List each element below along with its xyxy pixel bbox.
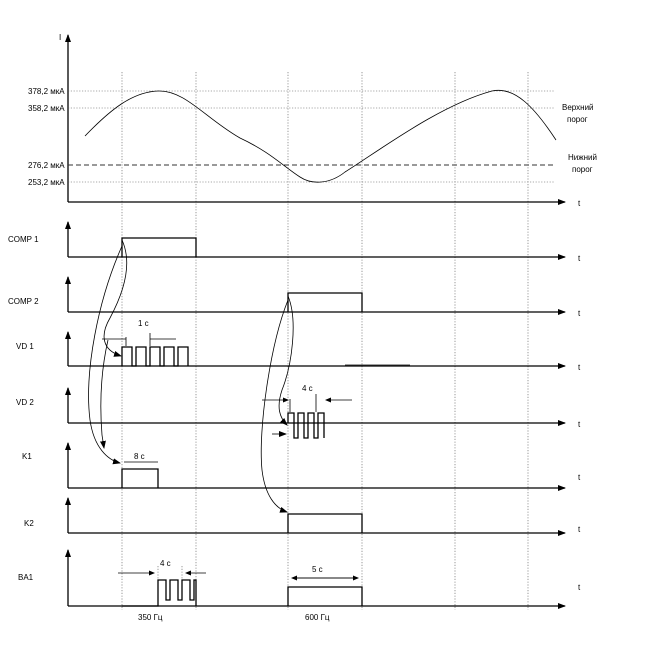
threshold-label-2: 358,2 мкА (28, 104, 65, 113)
k2-pulse (287, 513, 363, 533)
comp2-time-label: t (578, 309, 581, 318)
current-plot: I t 378,2 мкА 358,2 мкА 276,2 мкА 253,2 … (28, 33, 597, 208)
k2-time-label: t (578, 525, 581, 534)
ba1-tone-pulse (287, 586, 363, 606)
ba1-time-label: t (578, 583, 581, 592)
vd1-time-label: t (578, 363, 581, 372)
vd2-period-label: 4 c (302, 384, 313, 393)
comp1-channel: COMP 1 t (8, 221, 581, 263)
ba1-channel: BA1 t 4 c 5 c 350 Гц 600 Гц (18, 549, 581, 622)
lower-threshold-label-1: Нижний (568, 153, 597, 162)
comp2-channel: COMP 2 t (8, 276, 581, 318)
comp2-label: COMP 2 (8, 297, 39, 306)
lower-threshold-label-2: порог (572, 165, 593, 174)
vd2-time-label: t (578, 420, 581, 429)
time-markers (121, 72, 529, 610)
current-axis-label: I (59, 33, 61, 42)
threshold-label-1: 378,2 мкА (28, 87, 65, 96)
arrow-comp1-to-k1 (88, 245, 123, 465)
current-waveform (84, 89, 557, 183)
upper-threshold-label-1: Верхний (562, 103, 594, 112)
ba1-freq2-label: 600 Гц (305, 613, 330, 622)
vd2-pulse-train (287, 412, 325, 439)
ba1-freq1-label: 350 Гц (138, 613, 163, 622)
k1-duration-label: 8 c (134, 452, 145, 461)
k1-pulse (121, 468, 159, 488)
k1-label: K1 (22, 452, 32, 461)
comp1-time-label: t (578, 254, 581, 263)
threshold-label-3: 276,2 мкА (28, 161, 65, 170)
causal-arrows (88, 239, 294, 513)
ba1-label: BA1 (18, 573, 34, 582)
k1-channel: K1 t 8 c (22, 442, 581, 491)
upper-threshold-label-2: порог (567, 115, 588, 124)
vd2-label: VD 2 (16, 398, 34, 407)
time-label-main: t (578, 199, 581, 208)
comp2-pulse (287, 292, 363, 312)
comp1-label: COMP 1 (8, 235, 39, 244)
vd1-period-label: 1 c (138, 319, 149, 328)
vd2-channel: VD 2 t 4 c (16, 384, 581, 439)
ba1-pulse-train (122, 579, 197, 607)
comp1-pulse (121, 237, 197, 257)
vd1-pulse-train (121, 346, 189, 367)
k2-channel: K2 t (24, 497, 581, 536)
arrow-comp1-to-vd1 (103, 239, 128, 357)
threshold-label-4: 253,2 мкА (28, 178, 65, 187)
ba1-period-label: 4 c (160, 559, 171, 568)
arrow-comp2-to-vd2 (278, 295, 294, 426)
arrow-comp2-to-k2 (260, 299, 289, 513)
vd1-channel: VD 1 t 1 c (16, 319, 581, 372)
ba1-duration-label: 5 c (312, 565, 323, 574)
k2-label: K2 (24, 519, 34, 528)
vd1-label: VD 1 (16, 342, 34, 351)
arrow-vd1-to-k1 (99, 339, 109, 449)
k1-time-label: t (578, 473, 581, 482)
